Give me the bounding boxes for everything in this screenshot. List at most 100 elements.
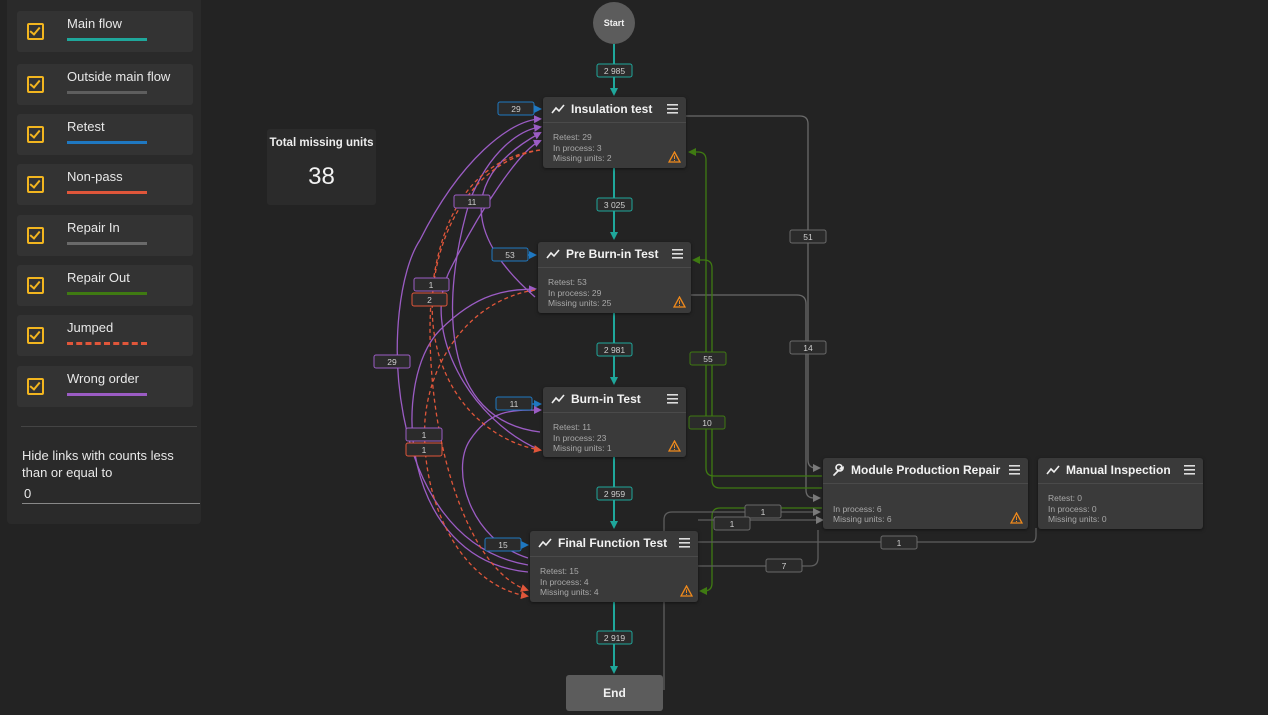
legend-swatch xyxy=(67,342,147,345)
legend-item-main-flow[interactable]: Main flow xyxy=(17,11,193,52)
checkbox-icon[interactable] xyxy=(27,378,44,395)
trend-icon xyxy=(1046,465,1060,475)
menu-icon[interactable] xyxy=(679,538,690,548)
warning-icon xyxy=(1010,512,1023,524)
stat-retest: Retest: 0 xyxy=(1048,493,1083,503)
edge-label-pre-burn: 2 981 xyxy=(596,342,633,357)
warning-icon xyxy=(673,296,686,308)
trend-icon xyxy=(538,538,552,548)
legend-label: Repair In xyxy=(67,220,120,235)
svg-text:15: 15 xyxy=(498,540,508,550)
legend-item-jumped[interactable]: Jumped xyxy=(17,315,193,356)
node-stats: Retest: 11 In process: 23 Missing units:… xyxy=(553,422,612,454)
edge-label-repairin-51: 51 xyxy=(789,229,827,244)
legend-label: Main flow xyxy=(67,16,122,31)
svg-text:1: 1 xyxy=(429,280,434,290)
checkbox-icon[interactable] xyxy=(27,126,44,143)
stat-retest: Retest: 53 xyxy=(548,277,587,287)
stat-missing: Missing units: 0 xyxy=(1048,514,1107,524)
menu-icon[interactable] xyxy=(1184,465,1195,475)
checkbox-icon[interactable] xyxy=(27,176,44,193)
start-node[interactable]: Start xyxy=(593,2,635,44)
edge-label-jump-1a: 1 xyxy=(413,277,450,292)
checkbox-icon[interactable] xyxy=(27,227,44,244)
warning-icon xyxy=(668,440,681,452)
edge-label-repairin-14: 14 xyxy=(789,340,827,355)
outside-flow-edges xyxy=(663,508,1037,690)
legend-swatch xyxy=(67,91,147,94)
checkbox-icon[interactable] xyxy=(27,327,44,344)
svg-text:55: 55 xyxy=(703,354,713,364)
legend-item-retest[interactable]: Retest xyxy=(17,114,193,155)
edge-labels: 2 985 3 025 2 981 2 959 2 919 29 53 11 1… xyxy=(373,63,918,645)
legend-label: Wrong order xyxy=(67,371,140,386)
stat-retest: Retest: 29 xyxy=(553,132,592,142)
svg-text:29: 29 xyxy=(511,104,521,114)
stat-missing: Missing units: 6 xyxy=(833,514,892,524)
threshold-input[interactable] xyxy=(22,483,200,504)
node-burn-in-test[interactable]: Burn-in Test Retest: 11 In process: 23 M… xyxy=(543,387,686,457)
node-header: Pre Burn-in Test xyxy=(538,242,691,268)
trend-icon xyxy=(546,249,560,259)
warning-icon xyxy=(680,585,693,597)
svg-text:1: 1 xyxy=(730,519,735,529)
trend-icon xyxy=(551,394,565,404)
edge-label-wrong-29: 29 xyxy=(373,354,411,369)
stat-in-process: In process: 0 xyxy=(1048,503,1097,514)
node-insulation-test[interactable]: Insulation test Retest: 29 In process: 3… xyxy=(543,97,686,168)
edge-label-repairout-55: 55 xyxy=(689,351,727,366)
legend-item-non-pass[interactable]: Non-pass xyxy=(17,164,193,205)
node-stats: Retest: 15 In process: 4 Missing units: … xyxy=(540,566,599,598)
legend-label: Outside main flow xyxy=(67,69,171,84)
legend-panel: Main flow Outside main flow Retest Non-p… xyxy=(7,0,201,524)
edge-label-jump-1c: 1 xyxy=(405,442,443,457)
legend-item-repair-out[interactable]: Repair Out xyxy=(17,265,193,306)
legend-item-repair-in[interactable]: Repair In xyxy=(17,215,193,256)
stat-missing: Missing units: 25 xyxy=(548,298,612,308)
repair-in-edges xyxy=(686,115,821,502)
legend-swatch xyxy=(67,393,147,396)
menu-icon[interactable] xyxy=(1009,465,1020,475)
node-manual-inspection[interactable]: Manual Inspection Retest: 0 In process: … xyxy=(1038,458,1203,529)
edge-label-retest-final: 15 xyxy=(484,537,522,552)
svg-text:2 985: 2 985 xyxy=(604,66,626,76)
node-stats: Retest: 0 In process: 0 Missing units: 0 xyxy=(1048,493,1107,525)
legend-label: Non-pass xyxy=(67,169,123,184)
legend-label: Retest xyxy=(67,119,105,134)
edge-label-burn-final: 2 959 xyxy=(596,486,633,501)
wrong-order-edges xyxy=(396,115,542,573)
edge-label-outside-1c: 1 xyxy=(880,535,918,550)
menu-icon[interactable] xyxy=(667,104,678,114)
legend-swatch xyxy=(67,191,147,194)
node-pre-burn-in-test[interactable]: Pre Burn-in Test Retest: 53 In process: … xyxy=(538,242,691,313)
edge-label-retest-ins: 29 xyxy=(497,101,535,116)
end-node[interactable]: End xyxy=(566,675,663,711)
stat-in-process: In process: 29 xyxy=(548,287,602,298)
svg-text:2 959: 2 959 xyxy=(604,489,626,499)
warning-icon xyxy=(668,151,681,163)
svg-text:1: 1 xyxy=(422,445,427,455)
edge-label-retest-pre: 53 xyxy=(491,247,529,262)
node-title: Burn-in Test xyxy=(571,392,641,406)
checkbox-icon[interactable] xyxy=(27,23,44,40)
node-header: Final Function Test xyxy=(530,531,698,557)
edge-label-jump-2: 2 xyxy=(411,292,448,307)
divider xyxy=(21,426,197,427)
stat-in-process: In process: 6 xyxy=(833,503,882,514)
svg-text:53: 53 xyxy=(505,250,515,260)
stat-missing: Missing units: 2 xyxy=(553,153,612,163)
checkbox-icon[interactable] xyxy=(27,76,44,93)
menu-icon[interactable] xyxy=(672,249,683,259)
node-module-production-repair[interactable]: Module Production Repair In process: 6 M… xyxy=(823,458,1028,529)
svg-text:2 981: 2 981 xyxy=(604,345,626,355)
svg-text:1: 1 xyxy=(422,430,427,440)
svg-text:29: 29 xyxy=(387,357,397,367)
node-title: Insulation test xyxy=(571,102,653,116)
edge-label-repairout-10: 10 xyxy=(688,415,726,430)
node-final-function-test[interactable]: Final Function Test Retest: 15 In proces… xyxy=(530,531,698,602)
legend-item-wrong-order[interactable]: Wrong order xyxy=(17,366,193,407)
legend-item-outside-main-flow[interactable]: Outside main flow xyxy=(17,64,193,105)
menu-icon[interactable] xyxy=(667,394,678,404)
checkbox-icon[interactable] xyxy=(27,277,44,294)
